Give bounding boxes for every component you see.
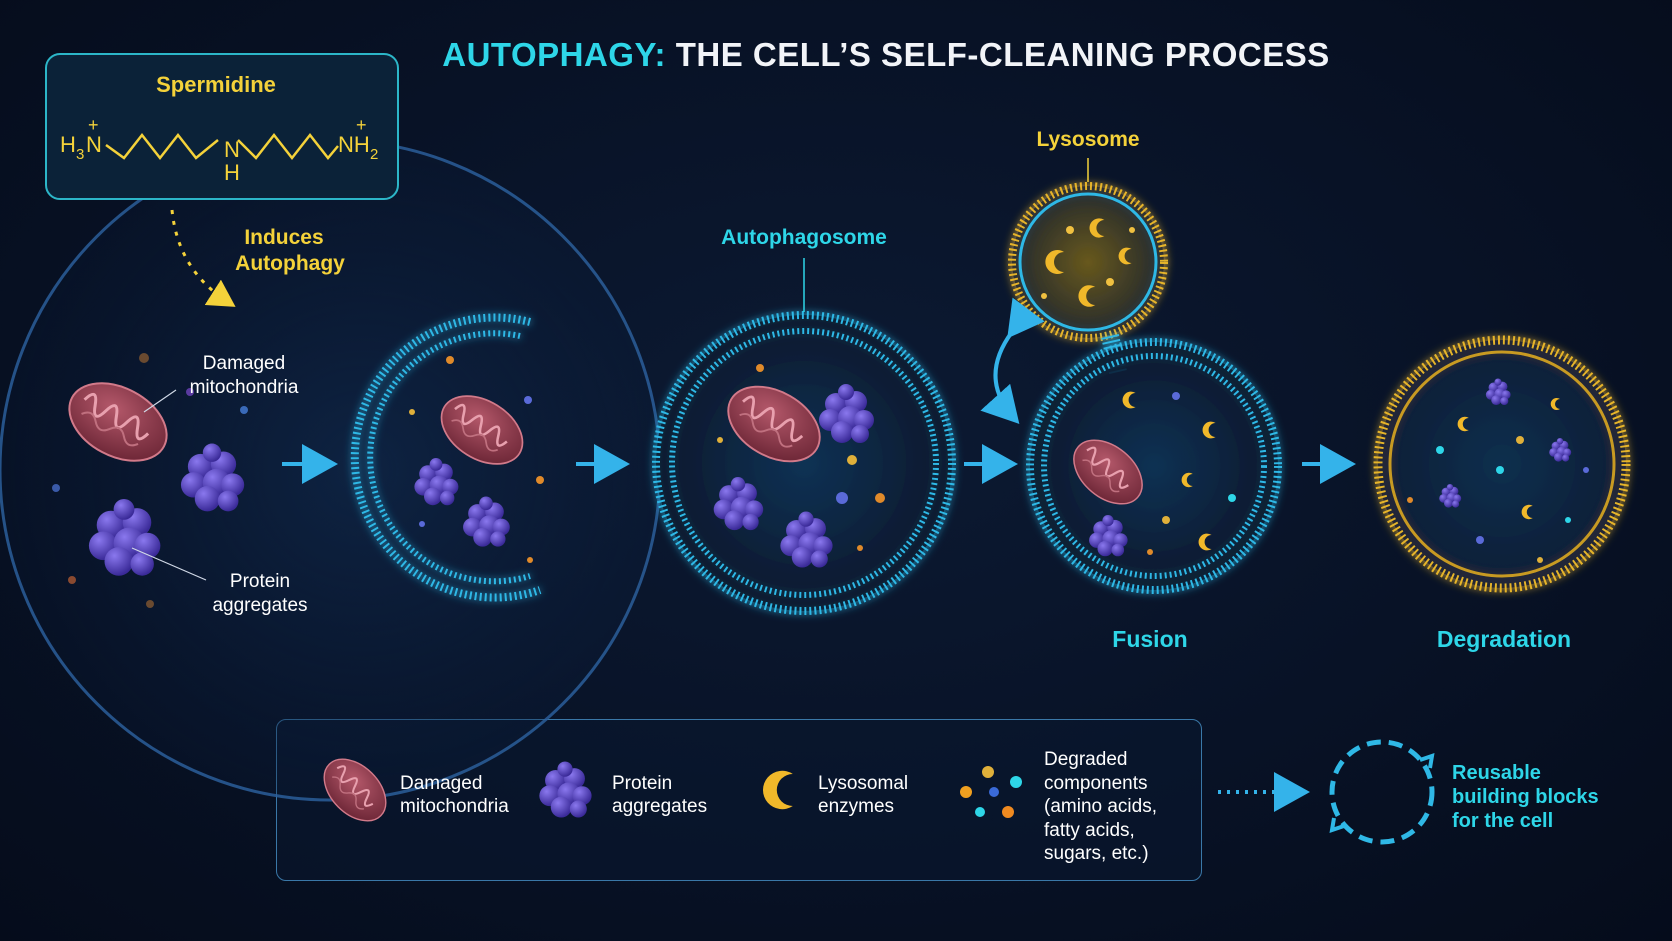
cell-body <box>0 138 662 802</box>
degraded-components-icon <box>960 766 1022 818</box>
induces-arrow <box>170 209 236 307</box>
lysosome-enzymes <box>1041 218 1135 307</box>
fusion-contents <box>1060 391 1236 557</box>
legend-enz-2: enzymes <box>818 796 894 817</box>
legend-deg-4: fatty acids, <box>1044 820 1135 841</box>
formula-right-sub: 2 <box>370 146 378 163</box>
phagophore-contents <box>409 356 544 563</box>
label-fusion: Fusion <box>1112 626 1187 652</box>
label-autophagosome: Autophagosome <box>721 226 887 249</box>
lysosome <box>1008 182 1168 342</box>
spermidine-box: Spermidine H 3 N + N H NH 2 + <box>45 53 399 200</box>
induces-line-2: Autophagy <box>235 252 345 275</box>
lysosomal-enzyme-icon <box>762 770 793 810</box>
spermidine-name: Spermidine <box>156 72 276 97</box>
formula-chain-right <box>237 132 339 161</box>
label-protein-2: aggregates <box>212 595 307 616</box>
formula-left-sub: 3 <box>76 146 84 163</box>
autophagosome <box>652 311 956 615</box>
label-damaged-2: mitochondria <box>190 377 299 398</box>
phagophore <box>350 313 542 602</box>
legend-deg-1: Degraded <box>1044 749 1127 770</box>
legend-enz-1: Lysosomal <box>818 773 908 794</box>
cell-contents <box>52 353 248 608</box>
degradation-vesicle <box>1373 335 1631 593</box>
formula-left-plus: + <box>88 115 99 135</box>
recycle-icon <box>1329 739 1435 845</box>
formula-chain-left <box>105 132 219 161</box>
legend-prot-2: aggregates <box>612 796 707 817</box>
protein-callout-line <box>131 547 207 581</box>
legend-mito-2: mitochondria <box>400 796 509 817</box>
page-title: AUTOPHAGY: THE CELL’S SELF-CLEANING PROC… <box>0 36 1672 74</box>
label-degradation: Degradation <box>1437 626 1571 652</box>
degradation-contents <box>1407 378 1589 563</box>
title-highlight: AUTOPHAGY: <box>442 36 667 73</box>
autophagosome-contents <box>713 364 885 568</box>
recycle-line-1: Reusable <box>1452 762 1541 784</box>
recycle-line-3: for the cell <box>1452 810 1553 832</box>
formula-left-h: H <box>60 132 76 157</box>
protein-aggregate-icon <box>539 761 592 818</box>
formula-right-nh: NH <box>338 132 370 157</box>
label-protein-1: Protein <box>230 571 290 592</box>
formula-center-h: H <box>224 160 240 185</box>
label-damaged-1: Damaged <box>203 353 285 374</box>
formula-center-n: N <box>224 137 240 162</box>
formula-right-plus: + <box>356 115 367 135</box>
legend-prot-1: Protein <box>612 773 672 794</box>
legend-deg-3: (amino acids, <box>1044 796 1157 817</box>
legend-mito-1: Damaged <box>400 773 482 794</box>
recycle-line-2: building blocks <box>1452 786 1599 808</box>
legend-deg-2: components <box>1044 773 1148 794</box>
induces-line-1: Induces <box>244 226 323 249</box>
label-lysosome: Lysosome <box>1036 128 1139 151</box>
legend-icons <box>311 746 1022 834</box>
legend-deg-5: sugars, etc.) <box>1044 843 1149 864</box>
title-rest: THE CELL’S SELF-CLEANING PROCESS <box>666 36 1330 73</box>
spermidine-structure: H 3 N + N H NH 2 + <box>60 115 378 185</box>
mito-callout-line <box>143 389 177 413</box>
fusion-approach-arrow <box>980 297 1045 424</box>
formula-left-n: N <box>86 132 102 157</box>
fusion-vesicle <box>1026 334 1282 594</box>
